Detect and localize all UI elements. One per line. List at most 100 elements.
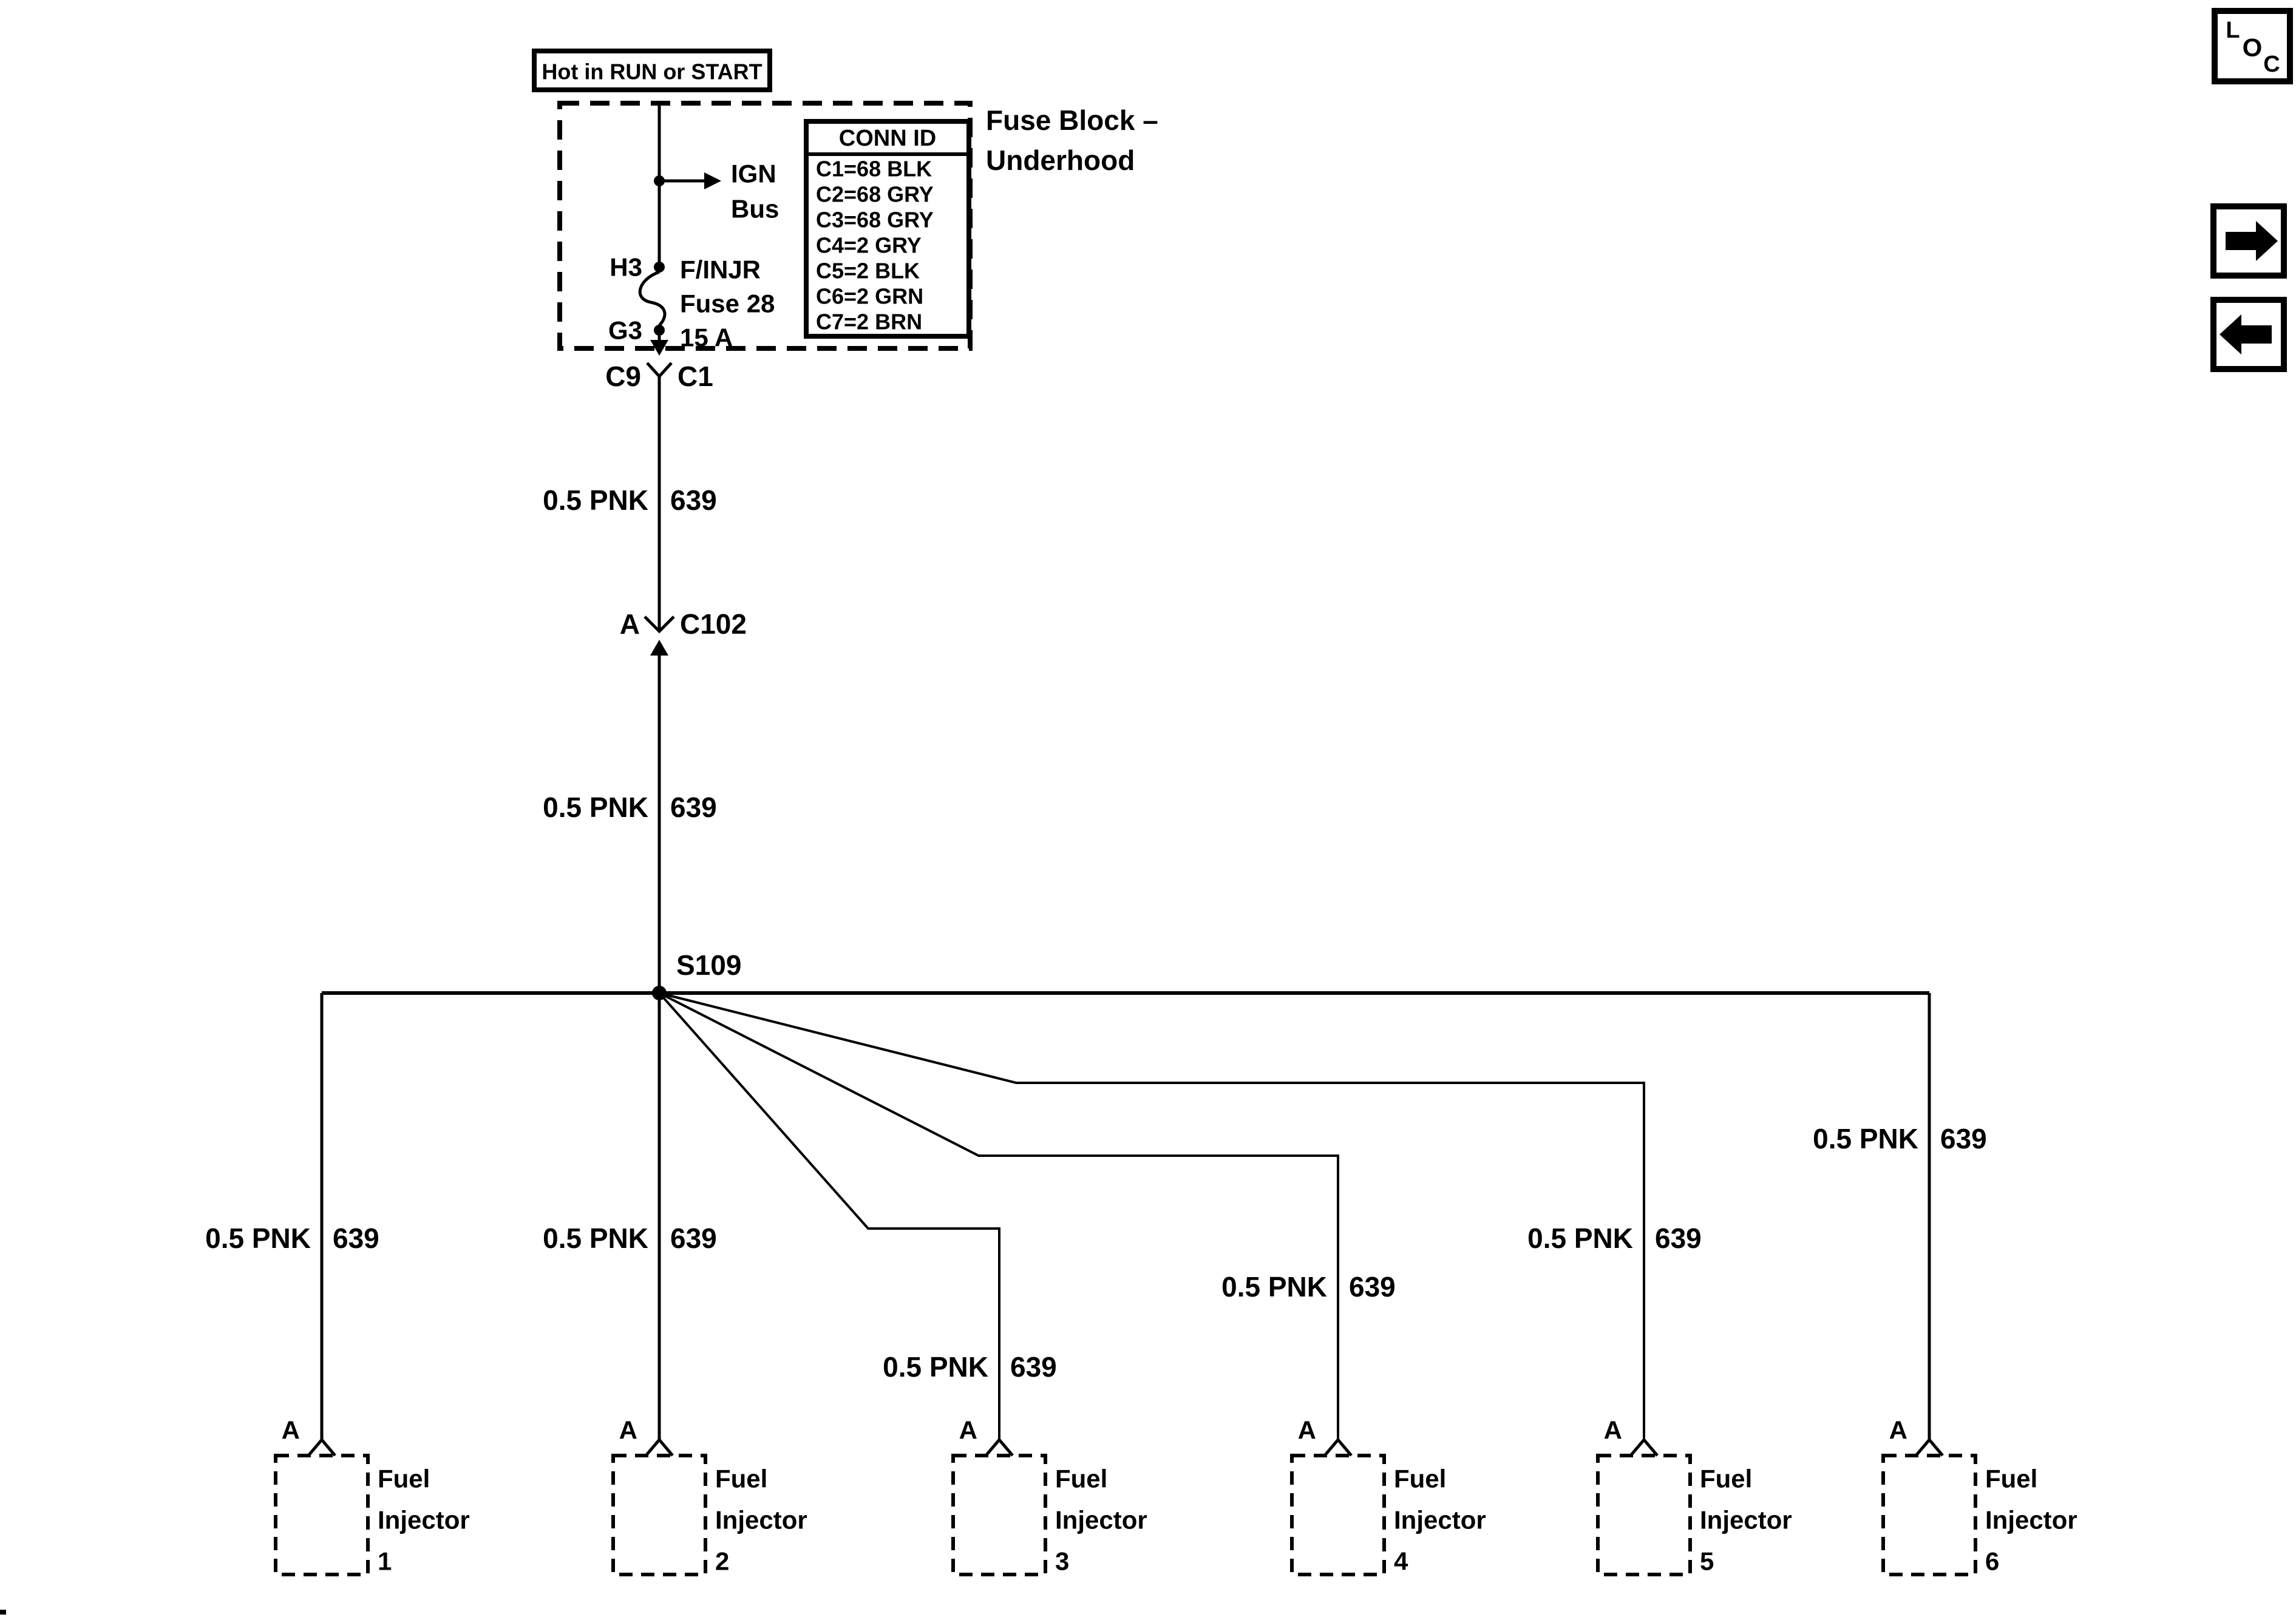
wire-label-circuit: 639 <box>333 1222 379 1254</box>
injector-6-number: 6 <box>1985 1547 1999 1576</box>
conn-id-row: C7=2 BRN <box>816 310 922 334</box>
injector-3-dashed-box <box>951 1454 1047 1576</box>
connector-c1-label: C1 <box>678 361 713 392</box>
conn-id-row: C5=2 BLK <box>816 259 920 283</box>
conn-id-row: C1=68 BLK <box>816 157 932 181</box>
fuse-pin-bottom-label: G3 <box>608 316 642 345</box>
injector-4-number: 4 <box>1394 1547 1408 1576</box>
injector-6-name-line2: Injector <box>1985 1506 2077 1534</box>
injector-1-dashed-box <box>274 1454 370 1576</box>
conn-id-row: C4=2 GRY <box>816 233 922 258</box>
fuse-pin-top-label: H3 <box>610 253 642 282</box>
previous-page-button-box[interactable] <box>2210 297 2287 372</box>
injector-5-pin-label: A <box>1604 1416 1622 1445</box>
wire-label-gauge: 0.5 PNK <box>543 1222 648 1254</box>
injector-6-connector-chevron <box>1915 1437 1944 1457</box>
wire-label-circuit: 639 <box>670 484 717 516</box>
ign-bus-arrow-icon <box>704 172 721 189</box>
injector-3-connector-chevron <box>985 1437 1014 1457</box>
next-page-button-box[interactable] <box>2210 203 2287 279</box>
fuse-number-label: Fuse 28 <box>680 290 775 318</box>
conn-id-row: C2=68 GRY <box>816 182 934 207</box>
wire-label-gauge: 0.5 PNK <box>543 484 648 516</box>
branch-wire-injector-5 <box>659 992 1645 1440</box>
injector-2-pin-label: A <box>619 1416 637 1445</box>
injector-5-name-line2: Injector <box>1700 1506 1792 1534</box>
wire-label-circuit: 639 <box>670 1222 717 1254</box>
injector-4-name-line1: Fuel <box>1394 1465 1446 1493</box>
fuse-exit-arrow-icon <box>650 340 668 356</box>
injector-1-pin-label: A <box>282 1416 300 1445</box>
left-arrow-icon <box>2220 314 2272 354</box>
injector-2-connector-chevron <box>645 1437 674 1457</box>
fuse-block-name-line1: Fuse Block – <box>986 104 1158 136</box>
c9-c1-connector-symbol <box>646 362 673 379</box>
c102-pin-label: A <box>620 608 640 640</box>
wire-label-circuit: 639 <box>670 792 717 823</box>
wire-label-gauge: 0.5 PNK <box>205 1222 311 1254</box>
fuse-name-label: F/INJR <box>680 256 761 284</box>
injector-1-name-line1: Fuel <box>378 1465 430 1493</box>
connector-c9-label: C9 <box>605 361 641 392</box>
injector-4-dashed-box <box>1290 1454 1386 1576</box>
fuse-terminal-dot-h3 <box>654 262 665 273</box>
fuse-block-name-line2: Underhood <box>986 144 1135 176</box>
injector-3-pin-label: A <box>959 1416 977 1445</box>
injector-3-name-line2: Injector <box>1055 1506 1147 1534</box>
wire-label-gauge: 0.5 PNK <box>1813 1123 1918 1154</box>
injector-4-connector-chevron <box>1323 1437 1353 1457</box>
page-artifact-dot <box>0 1610 6 1615</box>
injector-6-dashed-box <box>1881 1454 1977 1576</box>
conn-id-table-box <box>804 119 971 339</box>
branch-wire-injector-3 <box>658 992 1000 1440</box>
injector-5-number: 5 <box>1700 1547 1714 1576</box>
wire-label-gauge: 0.5 PNK <box>543 792 648 823</box>
splice-s109-label: S109 <box>676 949 741 981</box>
injector-6-name-line1: Fuel <box>1985 1465 2037 1493</box>
conn-id-row: C6=2 GRN <box>816 284 923 309</box>
hot-in-run-box <box>532 49 772 92</box>
injector-1-connector-chevron <box>307 1437 336 1457</box>
loc-letter-c: C <box>2263 52 2280 77</box>
injector-2-dashed-box <box>611 1454 707 1576</box>
right-arrow-icon <box>2226 221 2278 261</box>
hot-in-run-label: Hot in RUN or START <box>542 59 762 84</box>
wire-label-circuit: 639 <box>1010 1351 1057 1383</box>
loc-button[interactable]: L O C <box>2212 8 2293 84</box>
injector-2-name-line2: Injector <box>715 1506 807 1534</box>
injector-4-name-line2: Injector <box>1394 1506 1486 1534</box>
loc-letter-o: O <box>2243 33 2263 62</box>
wire-label-gauge: 0.5 PNK <box>1527 1222 1633 1254</box>
wire-label-gauge: 0.5 PNK <box>883 1351 988 1383</box>
fuse-rating-label: 15 A <box>680 324 733 352</box>
injector-5-name-line1: Fuel <box>1700 1465 1752 1493</box>
injector-6-pin-label: A <box>1889 1416 1907 1445</box>
connector-c102-label: C102 <box>680 608 747 640</box>
injector-1-name-line2: Injector <box>378 1506 470 1534</box>
injector-1-number: 1 <box>378 1547 392 1576</box>
loc-button-box[interactable] <box>2212 8 2293 84</box>
fuse-terminal-dot-g3 <box>654 325 665 336</box>
previous-page-button[interactable] <box>2210 297 2287 372</box>
next-page-button[interactable] <box>2210 203 2287 279</box>
loc-letter-l: L <box>2226 18 2240 43</box>
c102-male-arrow-symbol <box>650 640 668 656</box>
injector-5-connector-chevron <box>1629 1437 1659 1457</box>
injector-3-name-line1: Fuel <box>1055 1465 1107 1493</box>
injector-5-dashed-box <box>1596 1454 1692 1576</box>
wire-label-circuit: 639 <box>1655 1222 1702 1254</box>
injector-3-number: 3 <box>1055 1547 1069 1576</box>
wire-label-gauge: 0.5 PNK <box>1221 1271 1327 1303</box>
wire-label-circuit: 639 <box>1349 1271 1396 1303</box>
conn-id-header: CONN ID <box>839 126 936 151</box>
c102-female-chevron-symbol <box>644 615 675 634</box>
fuse-element-symbol <box>638 270 667 327</box>
ign-label-line1: IGN <box>731 160 776 188</box>
injector-2-number: 2 <box>715 1547 729 1576</box>
conn-id-row: C3=68 GRY <box>816 208 934 232</box>
injector-2-name-line1: Fuel <box>715 1465 767 1493</box>
branch-wire-injector-4 <box>659 992 1339 1440</box>
wire-label-circuit: 639 <box>1940 1123 1987 1154</box>
